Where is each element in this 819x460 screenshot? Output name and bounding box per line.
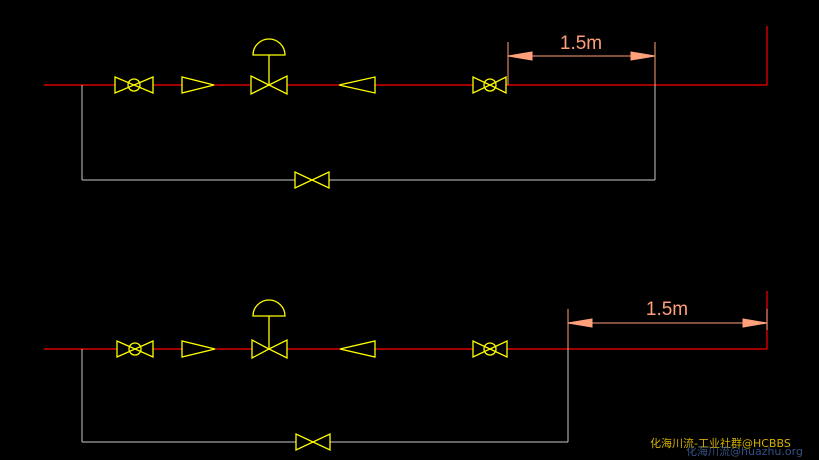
control-valve-station-bottom: 1.5m [44,291,768,452]
dimension-arrow [630,51,656,61]
dimension-annotation [567,309,768,349]
ball-valve-icon[interactable] [114,76,154,94]
watermark: 化海川流-工业社群@HCBBS 化海川流@huazhu.org [650,436,803,458]
control-valve-station-top: 1.5m [44,26,768,190]
reducer-icon [181,340,216,358]
dimension-label: 1.5m [646,299,688,320]
ball-valve-icon[interactable] [116,339,154,359]
control-valve-icon[interactable] [250,38,288,96]
dimension-arrow [742,318,768,328]
fittings [114,38,507,190]
dimension-arrow [507,51,533,61]
control-valve-icon[interactable] [251,299,288,360]
ball-valve-icon[interactable] [472,75,507,95]
reducer-icon [338,76,376,94]
dimension-annotation [507,42,656,85]
dimension-arrow [567,318,593,328]
watermark-overlay-text: 化海川流@huazhu.org [686,444,803,458]
gate-valve-icon[interactable] [295,432,331,452]
dimension-label: 1.5m [560,33,602,54]
watermark-text: 化海川流-工业社群@HCBBS [650,436,791,450]
bypass-line [81,349,569,443]
fittings [116,299,508,452]
main-pipe-line [44,291,768,350]
bypass-line [81,85,656,181]
reducer-icon [181,76,215,94]
main-pipe-line [44,26,768,86]
reducer-icon [339,340,376,358]
ball-valve-icon[interactable] [472,339,508,359]
gate-valve-icon[interactable] [294,170,330,190]
